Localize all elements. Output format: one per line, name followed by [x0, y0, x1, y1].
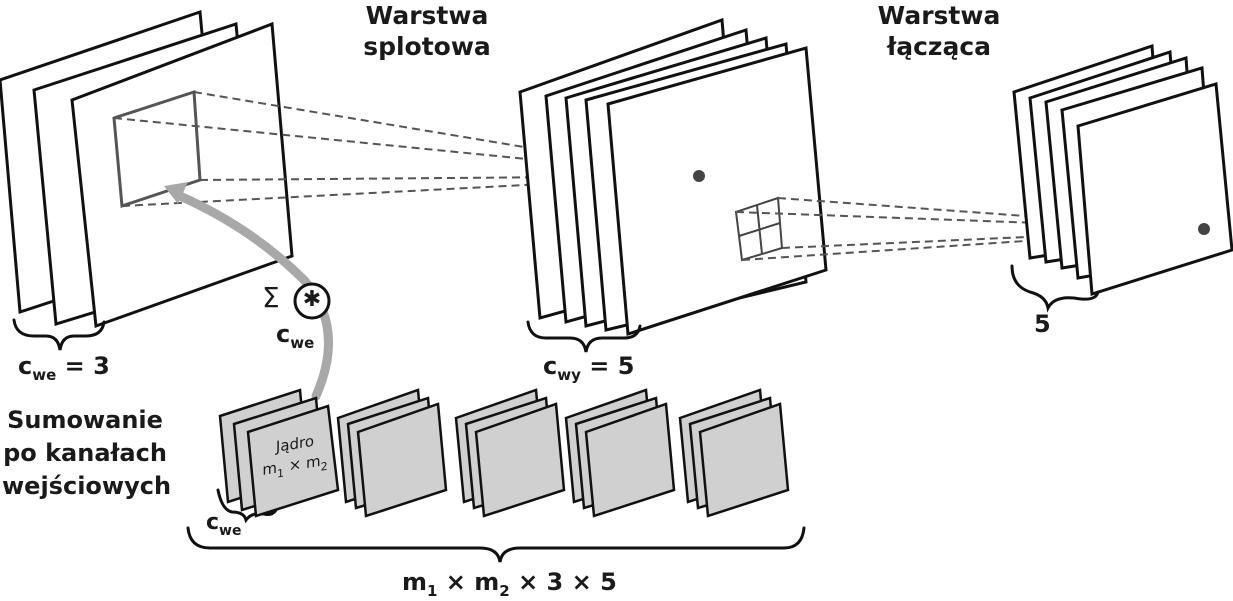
sum-channels-caption: Sumowanie po kanałach wejściowych	[2, 406, 172, 500]
brace-kernel-channels	[216, 488, 278, 524]
sum-c-subscript: we	[290, 334, 315, 352]
pool-layer	[1012, 43, 1233, 296]
kernel-channel-label: cwe	[206, 510, 242, 539]
cwy-subscript: wy	[557, 366, 581, 384]
kernel-arrow	[175, 191, 333, 401]
cwy-symbol: c	[543, 352, 558, 380]
kernel-stack-3	[454, 388, 566, 518]
sum-symbol: Σ	[262, 281, 280, 314]
pool-map-5	[1076, 82, 1233, 296]
cwe-subscript: we	[32, 366, 57, 384]
kernel-stack-4	[564, 388, 676, 518]
conv-output-dot	[693, 170, 705, 182]
cwe-symbol: c	[18, 352, 33, 380]
braces	[12, 264, 1100, 563]
kernel-stack-1	[218, 388, 340, 518]
brace-input	[12, 318, 106, 351]
conv-operator-symbol: ✱	[302, 287, 322, 312]
cwe-value: = 3	[64, 352, 110, 380]
conv-map-5	[606, 46, 828, 337]
cwy-value: = 5	[589, 352, 635, 380]
pool-channel-count: 5	[1034, 310, 1051, 338]
brace-conv	[526, 320, 642, 353]
input-channel-count: cwe = 3	[18, 352, 110, 383]
kernel-stacks	[218, 388, 790, 518]
conv-channel-count: cwy = 5	[543, 352, 635, 383]
pool-layer-title: Warstwa łącząca	[877, 1, 1001, 61]
kernel-stack-5	[678, 388, 790, 518]
kernel-arrow-head	[164, 182, 188, 204]
brace-pool	[1010, 264, 1100, 313]
sum-c-symbol: c	[276, 320, 291, 348]
total-kernel-size: m1 × m2 × 3 × 5	[402, 568, 617, 600]
conv-operator-circle	[293, 282, 331, 320]
sum-channel-label: cwe	[276, 320, 314, 351]
brace-all-kernels	[186, 526, 806, 563]
projection-lines-input-to-conv	[113, 91, 699, 207]
conv-layer	[518, 17, 828, 337]
kernel-stack-2	[336, 388, 448, 518]
input-layer	[0, 9, 294, 329]
pool-output-dot	[1198, 223, 1210, 235]
conv-layer-title: Warstwa splotowa	[363, 1, 491, 61]
